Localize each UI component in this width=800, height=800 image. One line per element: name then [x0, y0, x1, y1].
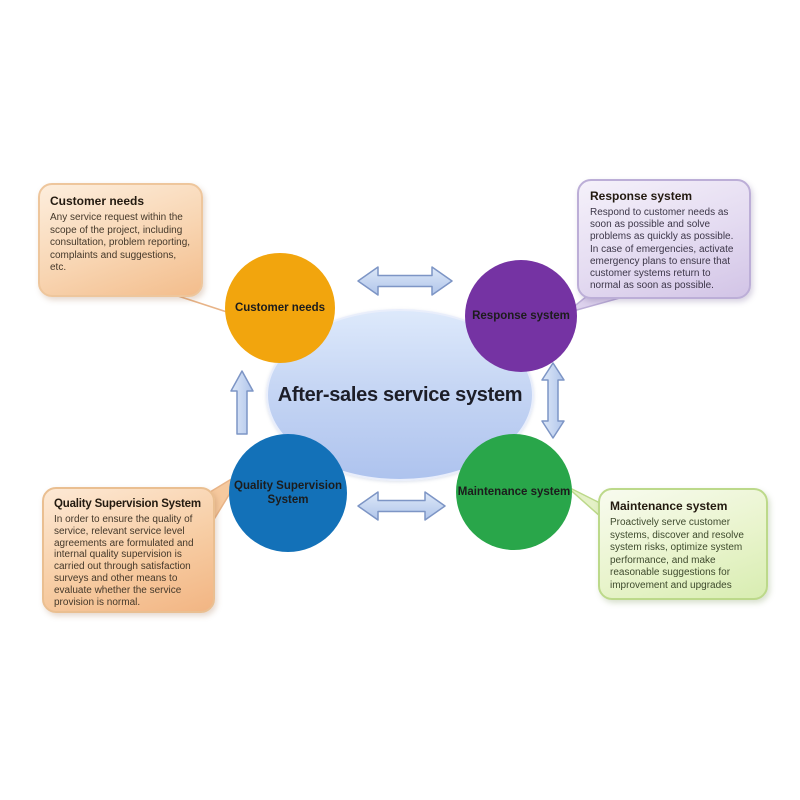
node-quality-supervision-label: Quality Supervision System	[234, 479, 342, 506]
node-maintenance-system: Maintenance system	[456, 434, 572, 550]
node-quality-supervision-system: Quality Supervision System	[229, 434, 347, 552]
callout-response-system-heading: Response system	[590, 189, 693, 203]
callout-response-system-body: Respond to customer needs as soon as pos…	[590, 207, 734, 292]
up-arrow-left-icon	[230, 370, 254, 435]
callout-customer-needs-body: Any service request within the scope of …	[50, 212, 191, 273]
callout-quality-supervision-body: In order to ensure the quality of servic…	[54, 514, 194, 608]
callout-maintenance-system-body: Proactively serve customer systems, disc…	[610, 517, 744, 591]
callout-quality-supervision-system: Quality Supervision System In order to e…	[42, 487, 215, 613]
node-customer-needs-label: Customer needs	[234, 301, 326, 314]
node-response-system-label: Response system	[472, 309, 570, 322]
node-maintenance-system-label: Maintenance system	[457, 485, 571, 498]
callout-quality-supervision-heading: Quality Supervision System	[54, 498, 201, 510]
node-customer-needs: Customer needs	[225, 253, 335, 363]
double-arrow-right-icon	[541, 362, 565, 439]
diagram-title: After-sales service system	[277, 383, 523, 406]
callout-response-system: Response system Respond to customer need…	[577, 179, 751, 299]
callout-maintenance-system: Maintenance system Proactively serve cus…	[598, 488, 768, 600]
callout-maintenance-system-heading: Maintenance system	[610, 499, 728, 513]
callout-customer-needs-heading: Customer needs	[50, 194, 145, 208]
node-response-system: Response system	[465, 260, 577, 372]
double-arrow-top-icon	[357, 266, 453, 296]
double-arrow-bottom-icon	[357, 491, 446, 521]
callout-customer-needs: Customer needs Any service request withi…	[38, 183, 203, 297]
